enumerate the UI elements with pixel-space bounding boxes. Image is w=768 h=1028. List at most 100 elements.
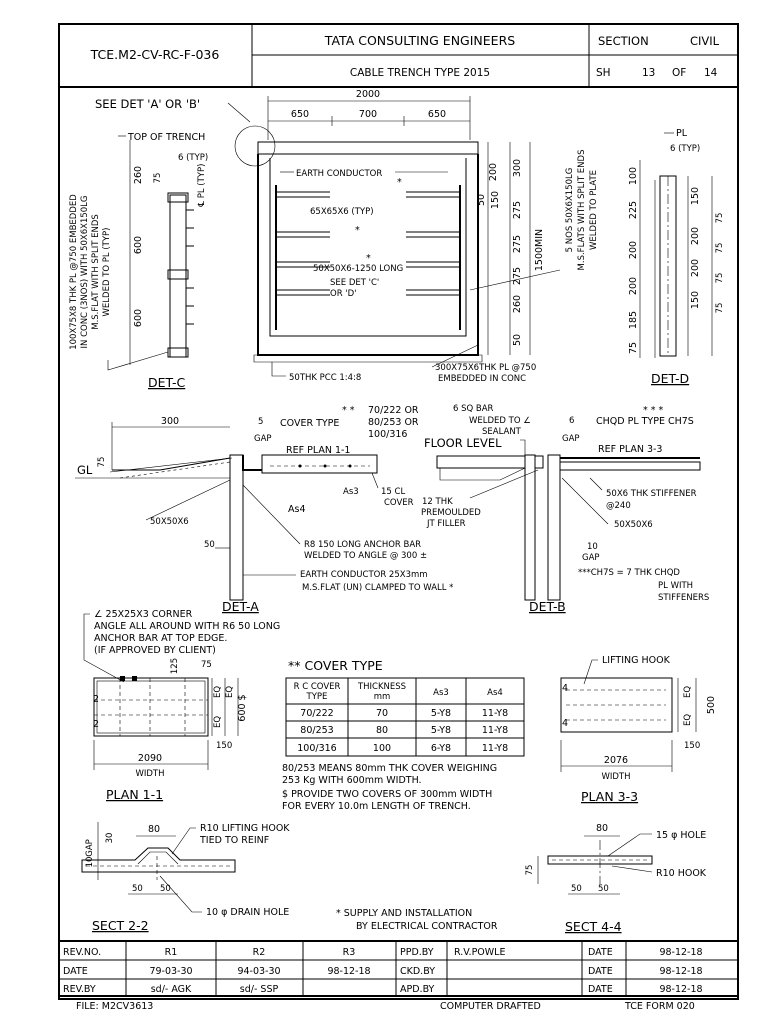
det-a-ct-80: 80/253 OR	[368, 417, 419, 428]
det-b-filler-2: PREMOULDED	[421, 508, 481, 518]
det-d-typ: 6 (TYP)	[670, 144, 700, 154]
sheet-total: 14	[704, 67, 718, 79]
dim-r-275-c: 275	[512, 267, 523, 285]
det-b-floor-slab	[436, 455, 526, 469]
svg-text:* *: * *	[342, 405, 355, 416]
sect22-dim-50b: 50	[160, 884, 171, 894]
det-a-gl: GL	[77, 463, 93, 477]
table-cell: 5-Y8	[431, 708, 451, 719]
sect22-cover	[81, 847, 236, 873]
table-cell: 5-Y8	[431, 725, 451, 736]
apd-by-label: APD.BY	[400, 984, 435, 995]
det-b-stars: * * *	[643, 405, 664, 416]
dim-r-50: 50	[512, 334, 523, 346]
det-a-dim-50: 50	[204, 540, 215, 550]
detail-callout-circle	[234, 125, 276, 167]
flats-label-2: M.S.FLATS WITH SPLIT ENDS	[577, 150, 587, 271]
main-trench-section: SEE DET 'A' OR 'B' TOP OF TRENCH 2000 65…	[95, 89, 599, 384]
det-b-title: DET-B	[529, 599, 566, 614]
sign-date-2: 98-12-18	[659, 966, 702, 977]
date-col-1: DATE	[588, 947, 613, 958]
plan11-dim-2090: 2090	[138, 753, 162, 764]
cover-table-h-as3: As3	[433, 688, 449, 698]
cover-table-h-thk-1: THICKNESS	[357, 682, 406, 692]
pcc-base	[253, 354, 483, 363]
rev-r2: R2	[253, 947, 266, 958]
plan11-title: PLAN 1-1	[106, 787, 163, 802]
cable-rack-left	[275, 185, 330, 330]
section-label: SECTION	[598, 34, 649, 48]
dim-r-275-a: 275	[512, 201, 523, 219]
plan11-corner-1: ∠ 25X25X3 CORNER	[94, 609, 193, 620]
table-cell: 11-Y8	[482, 708, 508, 719]
sect-2-2: 80 GAP 30 10 R10 LIFTING HOOK TIED TO RE…	[81, 822, 290, 933]
det-b-dim-6: 6	[569, 416, 574, 426]
revision-table: REV.NO. R1 R2 R3 PPD.BY R.V.POWLE DATE 9…	[59, 940, 738, 997]
det-b-sq-bar-1: 6 SQ BAR	[453, 404, 494, 414]
dim-700: 700	[359, 109, 377, 120]
det-c-note-4: WELDED TO PL (TYP)	[102, 228, 112, 317]
plan11-eq-3: EQ	[225, 686, 235, 698]
plan11-corner-3: ANCHOR BAR AT TOP EDGE.	[94, 633, 227, 644]
plan11-cover	[93, 677, 209, 737]
footer-computer: COMPUTER DRAFTED	[440, 1001, 541, 1012]
sect22-dim-50a: 50	[132, 884, 143, 894]
supply-note-1: * SUPPLY AND INSTALLATION	[336, 908, 472, 919]
rev-date-1: 79-03-30	[149, 966, 192, 977]
plan33-eq-1: EQ	[683, 686, 693, 698]
dim-650-left: 650	[291, 109, 309, 120]
plan-1-1: ∠ 25X25X3 CORNER ANGLE ALL AROUND WITH R…	[83, 609, 280, 802]
det-a-cl-cover-2: COVER	[384, 498, 414, 508]
sect22-title: SECT 2-2	[92, 918, 149, 933]
ckd-by-label: CKD.BY	[400, 966, 435, 977]
footer: FILE: M2CV3613 COMPUTER DRAFTED TCE FORM…	[76, 1001, 695, 1012]
det-d-sm-75-d: 75	[715, 303, 725, 314]
det-c-note-2: IN CONC (3NOS) WITH 50X6X150LG	[80, 196, 90, 349]
plan11-dim-75: 75	[201, 660, 212, 670]
det-a-dim-300: 300	[161, 416, 179, 427]
svg-text:*: *	[397, 177, 402, 188]
det-b-sealant: SEALANT	[482, 427, 522, 437]
sect44-hook: R10 HOOK	[656, 868, 707, 879]
sect22-dim-30: 30	[105, 833, 115, 844]
angle-50-label: 50X50X6-1250 LONG	[313, 264, 403, 274]
det-d-dim-100: 100	[628, 167, 639, 185]
dim-r-200: 200	[488, 163, 499, 181]
det-a-cover-type: COVER TYPE	[280, 418, 339, 429]
det-a-ct-70: 70/222 OR	[368, 405, 419, 416]
det-c-dim-600-a: 600	[133, 236, 144, 254]
rev-by-label: REV.BY	[63, 984, 96, 995]
det-a-gap: GAP	[254, 434, 272, 444]
dim-2000: 2000	[356, 89, 380, 100]
plan11-eq-2: EQ	[213, 716, 223, 728]
det-b-gap: GAP	[562, 434, 580, 444]
table-cell: 100	[373, 743, 391, 754]
rev-by-1: sd/- AGK	[151, 984, 192, 995]
plan11-dim-125: 125	[170, 658, 180, 674]
det-d-title: DET-D	[651, 371, 689, 386]
sect-4-4: 80 15 φ HOLE R10 HOOK 75 50 50 SECT 4-4	[525, 823, 707, 934]
det-d-in-150-a: 150	[690, 187, 701, 205]
plan33-lifting-hook: LIFTING HOOK	[602, 655, 671, 666]
det-a-ref-plan: REF PLAN 1-1	[286, 445, 350, 456]
det-b-angle: 50X50X6	[614, 520, 653, 530]
det-d-sm-75-a: 75	[715, 213, 725, 224]
table-cell: 80/253	[300, 725, 333, 736]
plate-label-1: 300X75X6THK PL @750	[435, 363, 536, 373]
det-a-as4: As4	[288, 504, 306, 515]
det-b: 6 SQ BAR WELDED TO ∠ SEALANT FLOOR LEVEL…	[421, 404, 709, 614]
det-c-dim-75: 75	[153, 173, 163, 184]
det-a-ct-100: 100/316	[368, 429, 407, 440]
plan11-eq-1: EQ	[213, 686, 223, 698]
company-name: TATA CONSULTING ENGINEERS	[324, 33, 515, 48]
plan33-dim-2076: 2076	[604, 755, 628, 766]
det-c-dim-260: 260	[133, 166, 144, 184]
cover-note-3: $ PROVIDE TWO COVERS OF 300mm WIDTH	[282, 789, 492, 800]
sect22-drain: 10 φ DRAIN HOLE	[206, 907, 289, 918]
det-d: PL 6 (TYP) 100 225 200 200 185 75 150 20…	[628, 128, 725, 386]
date-col-3: DATE	[588, 984, 613, 995]
det-d-in-200-a: 200	[690, 227, 701, 245]
det-b-gap2: GAP	[582, 553, 600, 563]
det-b-dim-10: 10	[587, 542, 598, 552]
